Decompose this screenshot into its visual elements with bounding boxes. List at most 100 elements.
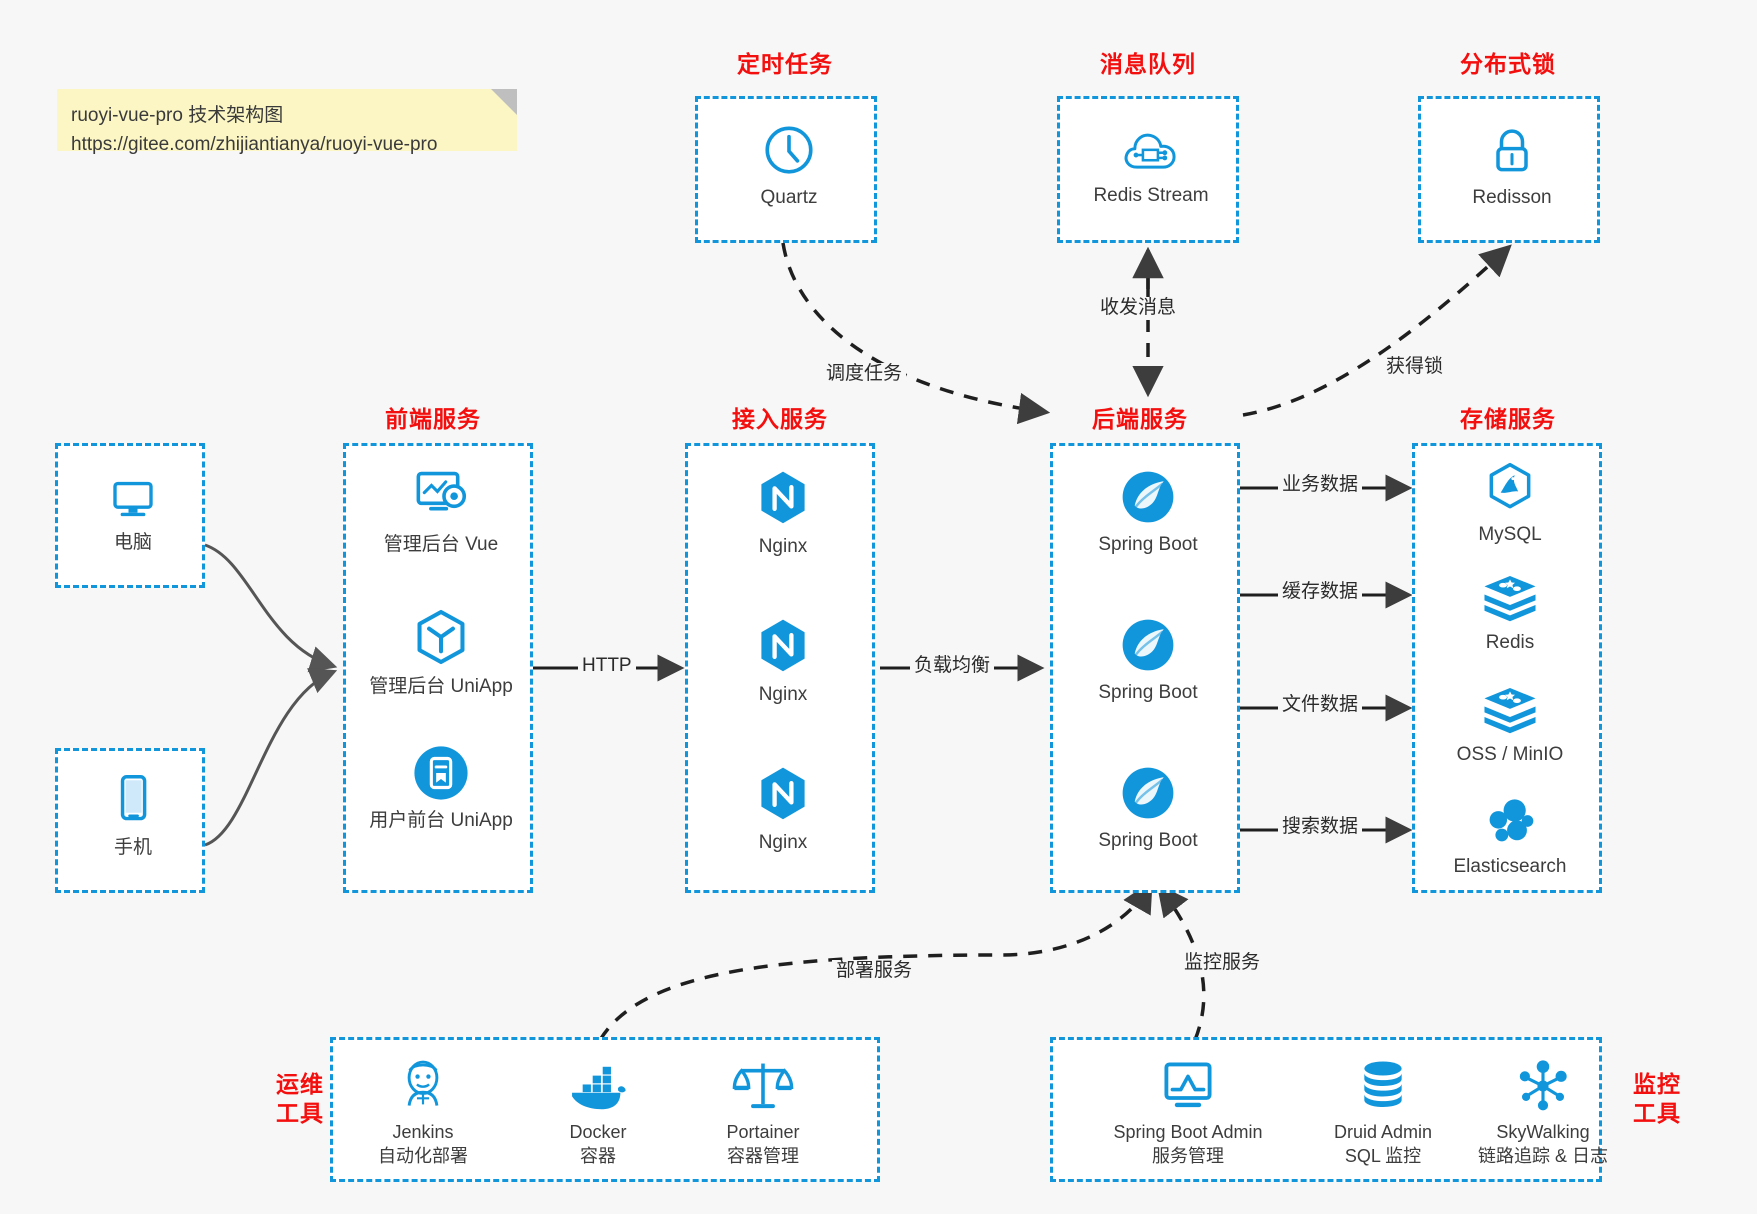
section-caption-lock: 分布式锁 <box>1460 51 1556 77</box>
node-mysql[interactable]: MySQL <box>1435 460 1585 548</box>
dashboard-gear-icon <box>416 471 467 511</box>
node-elasticsearch[interactable]: Elasticsearch <box>1435 794 1585 880</box>
node-user-uniapp[interactable]: 用户前台 UniApp <box>366 744 516 834</box>
section-caption-monitor: 监控 工具 <box>1612 1070 1702 1128</box>
nginx-icon <box>761 619 805 672</box>
edge-label-schedule-task: 调度任务 <box>822 363 907 386</box>
spring-boot-icon <box>1122 619 1174 671</box>
node-skywalking[interactable]: SkyWalking 链路追踪 & 日志 <box>1443 1058 1643 1169</box>
node-label: Docker <box>569 1122 627 1142</box>
node-label: Spring Boot Admin <box>1113 1122 1263 1142</box>
group-client-desktop: 电脑 <box>55 443 205 588</box>
group-frontend: 管理后台 Vue 管理后台 UniApp 用户前台 UniApp <box>343 443 533 893</box>
node-desktop[interactable]: 电脑 <box>58 470 208 556</box>
devops-caption-line-1: 运维 <box>276 1071 324 1097</box>
edge-label-file-data: 文件数据 <box>1278 694 1363 717</box>
node-label: Jenkins <box>392 1122 454 1142</box>
node-sublabel: SQL 监控 <box>1344 1146 1422 1167</box>
node-sublabel: 容器管理 <box>727 1146 799 1167</box>
section-caption-mq: 消息队列 <box>1100 51 1196 77</box>
node-nginx-3[interactable]: Nginx <box>708 764 858 856</box>
node-druid-admin[interactable]: Druid Admin SQL 监控 <box>1298 1058 1468 1169</box>
node-spring-boot-admin[interactable]: Spring Boot Admin 服务管理 <box>1088 1058 1288 1169</box>
node-admin-uniapp[interactable]: 管理后台 UniApp <box>366 606 516 700</box>
node-admin-vue[interactable]: 管理后台 Vue <box>366 464 516 558</box>
lock-icon <box>1496 129 1528 172</box>
node-oss-minio[interactable]: OSS / MinIO <box>1435 684 1585 768</box>
node-redisson[interactable]: Redisson <box>1437 123 1587 211</box>
note-card: ruoyi-vue-pro 技术架构图 https://gitee.com/zh… <box>57 89 517 155</box>
edge-label-send-receive-message: 收发消息 <box>1096 297 1181 320</box>
group-scheduler: Quartz <box>695 96 877 243</box>
nginx-icon <box>761 767 805 820</box>
node-mobile[interactable]: 手机 <box>58 771 208 861</box>
storage-stack-icon <box>1484 687 1536 734</box>
node-quartz[interactable]: Quartz <box>714 121 864 211</box>
clock-icon <box>765 126 813 174</box>
cloud-network-icon <box>1124 133 1176 169</box>
node-redis-stream[interactable]: Redis Stream <box>1076 125 1226 209</box>
monitor-caption-line-1: 监控 <box>1633 1071 1681 1097</box>
mysql-icon <box>1489 462 1531 509</box>
elasticsearch-icon <box>1489 799 1534 842</box>
node-label: Spring Boot <box>1098 830 1198 851</box>
node-redis[interactable]: Redis <box>1435 572 1585 656</box>
group-gateway: Nginx Nginx Nginx <box>685 443 875 893</box>
node-label: Redis <box>1485 632 1535 653</box>
desktop-icon <box>113 481 153 517</box>
node-sublabel: 链路追踪 & 日志 <box>1477 1146 1608 1167</box>
section-caption-gateway: 接入服务 <box>732 406 828 432</box>
edge-label-load-balance: 负载均衡 <box>910 655 995 678</box>
node-sublabel: 自动化部署 <box>378 1146 468 1167</box>
jenkins-icon <box>407 1060 439 1106</box>
node-label: Nginx <box>758 684 808 705</box>
node-label: Nginx <box>758 832 808 853</box>
cube-icon <box>417 609 465 665</box>
edge-label-cache-data: 缓存数据 <box>1278 581 1363 604</box>
node-label: Spring Boot <box>1098 682 1198 703</box>
node-jenkins[interactable]: Jenkins 自动化部署 <box>348 1056 498 1169</box>
section-caption-devops: 运维 工具 <box>255 1070 345 1128</box>
node-label: 电脑 <box>113 532 152 553</box>
node-label: Redis Stream <box>1093 185 1209 206</box>
node-nginx-1[interactable]: Nginx <box>708 468 858 560</box>
node-sublabel: 服务管理 <box>1152 1146 1224 1167</box>
group-devops-tools: Jenkins 自动化部署 Docker 容器 <box>330 1037 880 1182</box>
section-caption-scheduler: 定时任务 <box>737 51 833 77</box>
node-label: OSS / MinIO <box>1456 744 1564 765</box>
node-spring-boot-1[interactable]: Spring Boot <box>1073 468 1223 558</box>
node-label: Elasticsearch <box>1453 856 1567 877</box>
mobile-icon <box>120 775 147 821</box>
node-nginx-2[interactable]: Nginx <box>708 616 858 708</box>
database-icon <box>1364 1061 1402 1107</box>
node-label: Quartz <box>760 187 818 208</box>
edge-label-http: HTTP <box>578 655 636 678</box>
spring-boot-icon <box>1122 471 1174 523</box>
app-card-icon <box>414 746 468 800</box>
scales-icon <box>732 1063 794 1109</box>
edge-label-search-data: 搜索数据 <box>1278 816 1363 839</box>
node-spring-boot-2[interactable]: Spring Boot <box>1073 616 1223 706</box>
node-label: 管理后台 Vue <box>383 534 499 555</box>
node-label: Portainer <box>726 1122 800 1142</box>
node-sublabel: 容器 <box>580 1146 616 1167</box>
group-client-mobile: 手机 <box>55 748 205 893</box>
node-label: Nginx <box>758 536 808 557</box>
redis-icon <box>1484 575 1536 622</box>
node-label: MySQL <box>1478 524 1542 545</box>
node-label: Druid Admin <box>1333 1122 1433 1142</box>
node-portainer[interactable]: Portainer 容器管理 <box>688 1056 838 1169</box>
section-caption-frontend: 前端服务 <box>385 406 481 432</box>
nodes-graph-icon <box>1519 1060 1567 1111</box>
node-label: 手机 <box>113 837 152 858</box>
edge-label-monitor-service: 监控服务 <box>1180 952 1265 975</box>
edge-label-deploy-service: 部署服务 <box>832 960 917 983</box>
spring-boot-icon <box>1122 767 1174 819</box>
node-docker[interactable]: Docker 容器 <box>523 1062 673 1169</box>
nginx-icon <box>761 471 805 524</box>
group-mq: Redis Stream <box>1057 96 1239 243</box>
node-label: 用户前台 UniApp <box>369 810 513 831</box>
node-label: Redisson <box>1472 187 1552 208</box>
node-spring-boot-3[interactable]: Spring Boot <box>1073 764 1223 854</box>
